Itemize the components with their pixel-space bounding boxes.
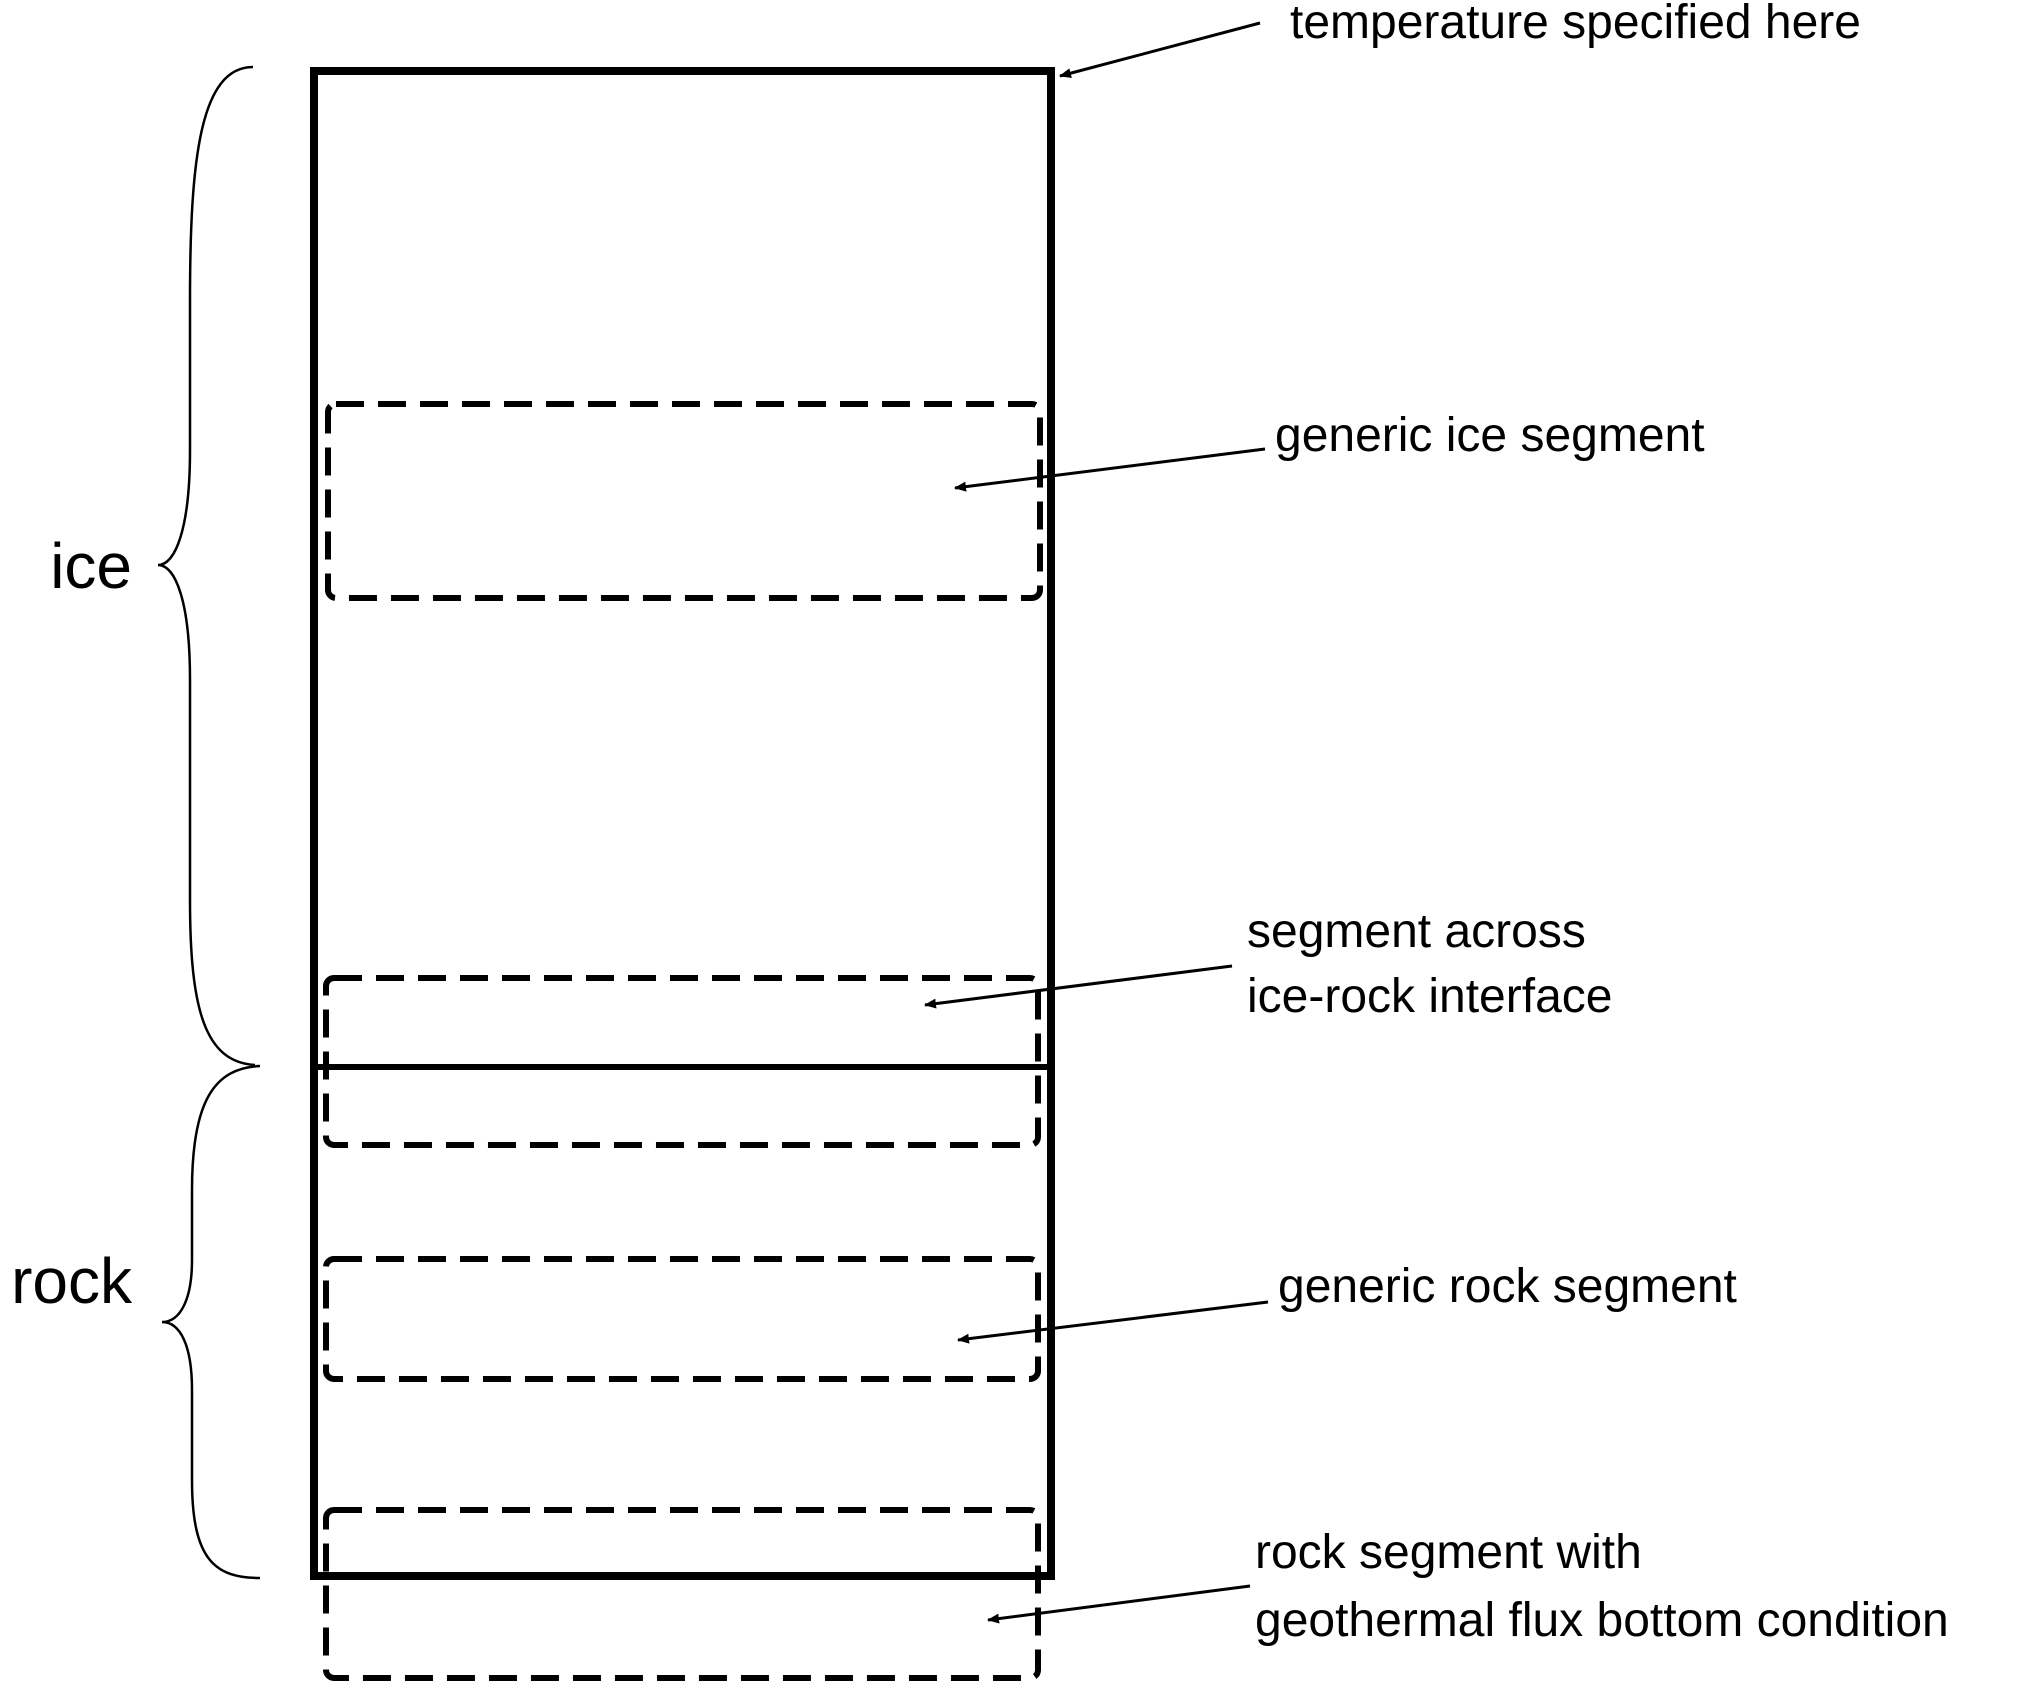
interface-segment-box [323, 975, 1041, 1148]
rock-segment-arrow [957, 1300, 1269, 1344]
rock-label: rock [11, 1245, 133, 1317]
rock-segment-label: generic rock segment [1278, 1260, 1737, 1313]
interface-segment-label-line2: ice-rock interface [1247, 970, 1612, 1023]
ice-segment-box [325, 401, 1043, 601]
ice-label: ice [50, 530, 132, 602]
interface-segment-label-line1: segment across [1247, 905, 1586, 958]
bottom-segment-label-line1: rock segment with [1255, 1526, 1642, 1579]
temperature-label: temperature specified here [1290, 0, 1861, 49]
bottom-segment-label-line2: geothermal flux bottom condition [1255, 1594, 1949, 1647]
temperature-arrow [1059, 21, 1261, 79]
bottom-rock-segment-box [323, 1507, 1041, 1681]
rock-segment-box [323, 1256, 1041, 1382]
rock-brace [161, 1064, 261, 1580]
ice-brace [157, 65, 256, 1067]
ice-segment-arrow [954, 447, 1266, 492]
ice-segment-label: generic ice segment [1275, 409, 1705, 462]
bottom-segment-arrow [987, 1584, 1251, 1624]
interface-segment-arrow [924, 964, 1233, 1009]
column-outline [310, 67, 1055, 1580]
